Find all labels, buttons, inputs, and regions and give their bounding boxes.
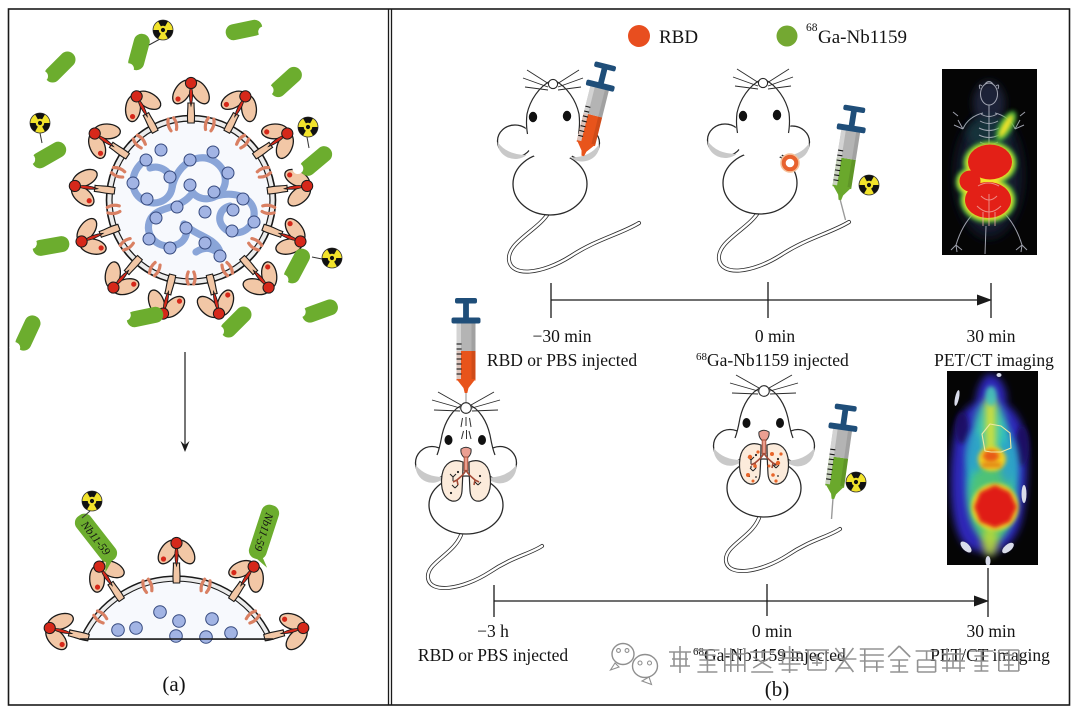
svg-text:(a): (a) xyxy=(162,672,185,696)
svg-text:30 min: 30 min xyxy=(966,326,1015,346)
svg-text:68: 68 xyxy=(693,646,705,658)
svg-text:0 min: 0 min xyxy=(752,621,793,641)
svg-text:RBD or PBS injected: RBD or PBS injected xyxy=(418,645,568,665)
svg-text:−30 min: −30 min xyxy=(533,326,592,346)
svg-text:Ga-Nb1159: Ga-Nb1159 xyxy=(818,27,907,48)
svg-text:RBD or PBS injected: RBD or PBS injected xyxy=(487,350,637,370)
svg-text:0 min: 0 min xyxy=(755,326,796,346)
svg-text:−3 h: −3 h xyxy=(477,621,509,641)
svg-text:30 min: 30 min xyxy=(966,621,1015,641)
svg-text:Ga-Nb1159 injected: Ga-Nb1159 injected xyxy=(707,350,849,370)
svg-text:68: 68 xyxy=(696,351,708,363)
svg-text:RBD: RBD xyxy=(659,27,698,48)
svg-text:(b): (b) xyxy=(765,677,790,701)
svg-text:68: 68 xyxy=(806,22,818,34)
svg-text:PET/CT imaging: PET/CT imaging xyxy=(930,645,1050,665)
svg-text:PET/CT imaging: PET/CT imaging xyxy=(934,350,1054,370)
